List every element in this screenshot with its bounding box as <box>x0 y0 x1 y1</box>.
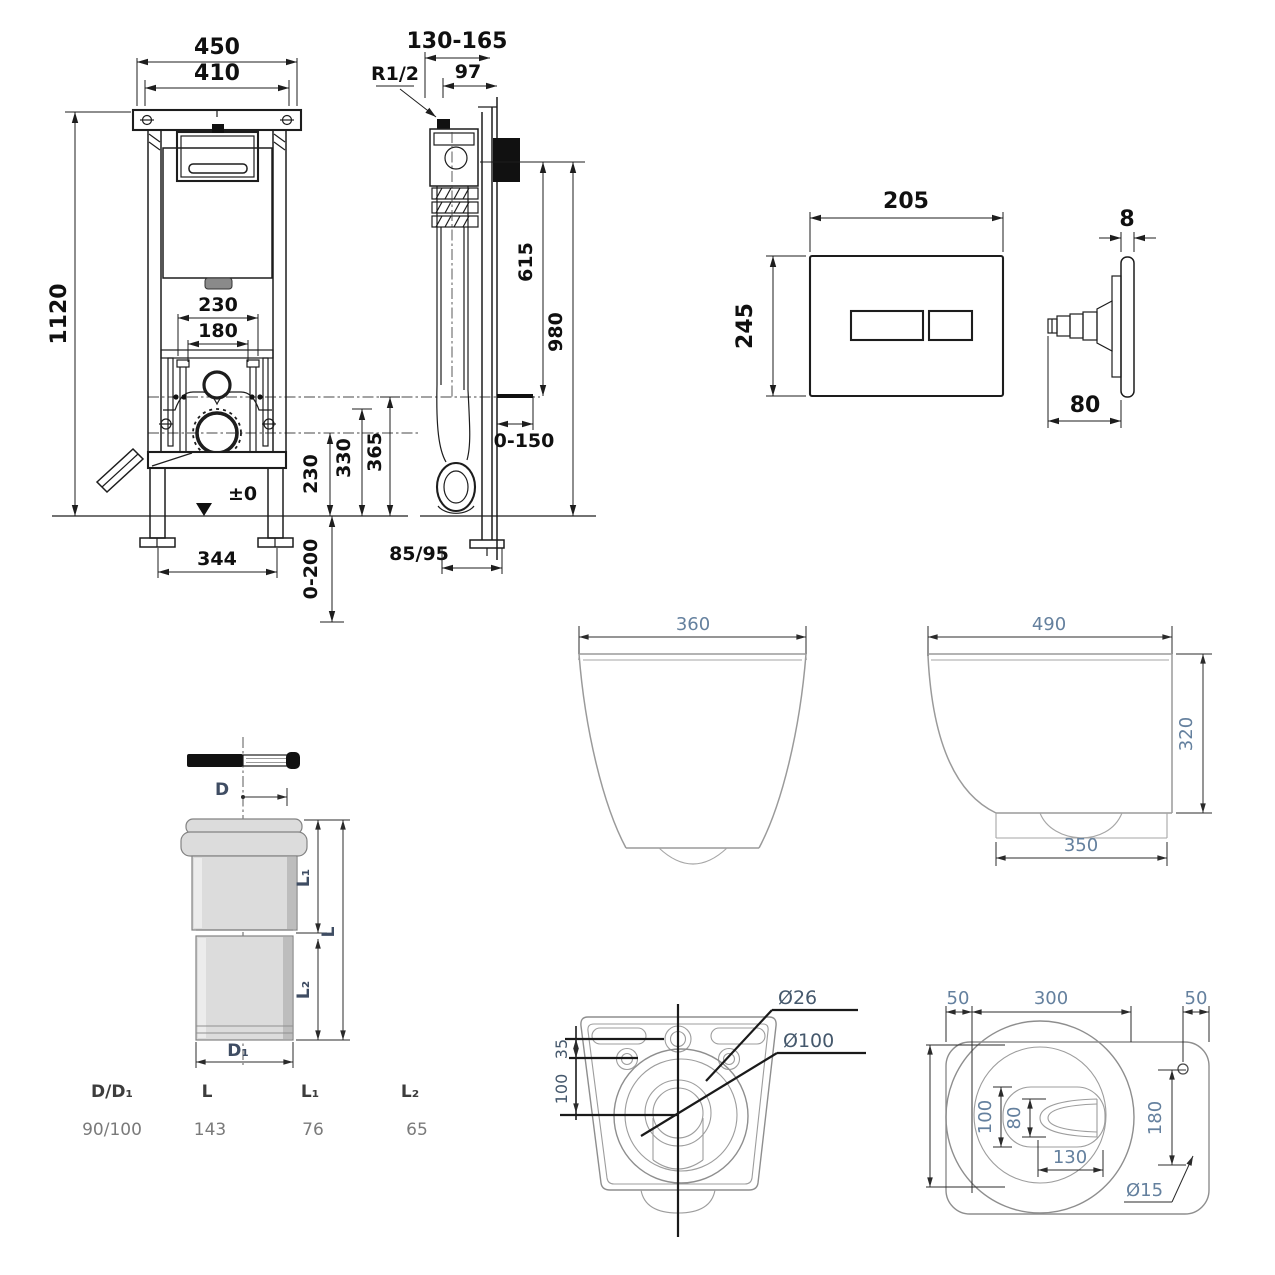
outlet-connector-view: D D₁ L₁ L₂ L <box>180 737 350 1068</box>
connector-dimension-table: D/D₁ L L₁ L₂ 90/100 143 76 65 <box>82 1082 428 1140</box>
frame-depth-dim: 130-165 <box>407 29 508 54</box>
table-header-l2: L₂ <box>401 1082 419 1102</box>
front-depth-dim: 97 <box>455 61 481 83</box>
top-center-300-dim: 300 <box>1034 988 1068 1009</box>
table-value-l: 143 <box>194 1120 226 1140</box>
pan-width-dim: 360 <box>676 614 710 635</box>
spindle-depth-dim: 80 <box>1070 393 1101 418</box>
table-value-l1: 76 <box>302 1120 324 1140</box>
table-value-dd1: 90/100 <box>82 1120 142 1140</box>
wc-pan-side-view: 490 320 350 <box>927 614 1212 866</box>
funnel-130-dim: 130 <box>1053 1147 1087 1168</box>
bracket-outer-dim: 230 <box>198 294 238 316</box>
hole-height-180-dim: 180 <box>1145 1101 1166 1135</box>
connector-d1-label: D₁ <box>227 1041 249 1061</box>
connector-rod-dark <box>187 754 243 767</box>
connector-rod-cap <box>286 752 300 769</box>
top-left-50-dim: 50 <box>947 988 970 1009</box>
pan-bottom-length-dim: 350 <box>1064 835 1098 856</box>
flush-pipe-opening <box>202 370 232 400</box>
wc-pan-top-view: 50 300 50 100 80 130 180 Ø15 <box>926 988 1210 1215</box>
wc-pan-front-view: 360 <box>578 614 807 865</box>
foot-depth-dim: 85/95 <box>389 543 449 565</box>
bracket-inner-dim: 180 <box>198 320 238 342</box>
back-offset-100-dim: 100 <box>552 1074 571 1105</box>
plate-height-dim: 245 <box>733 303 758 349</box>
thread-connection-cap <box>437 119 450 129</box>
flush-button-large <box>849 309 925 342</box>
pan-height-dim: 320 <box>1176 717 1197 751</box>
bend-height-dim: 330 <box>333 438 355 478</box>
installation-frame-front-view: ±0 450 410 1120 230 180 344 0-200 230 33… <box>47 35 540 623</box>
connector-l2-label: L₂ <box>294 981 314 999</box>
frame-height-side-dim: 980 <box>545 312 567 352</box>
supply-offset-dim: 0-150 <box>494 430 555 452</box>
drain-hole-dia-label: Ø100 <box>783 1030 834 1052</box>
floor-level-label: ±0 <box>228 483 257 505</box>
drain-height-dim: 230 <box>300 454 322 494</box>
water-thread-label: R1/2 <box>371 63 419 85</box>
pan-length-dim: 490 <box>1032 614 1066 635</box>
plate-thickness-dim: 8 <box>1119 207 1134 232</box>
frame-width-dim: 450 <box>194 35 240 60</box>
table-header-l1: L₁ <box>301 1082 319 1102</box>
flush-plate-side-view: 8 80 <box>1047 207 1156 428</box>
plate-width-dim: 205 <box>883 189 929 214</box>
seat-fixing-hole <box>1177 1063 1189 1075</box>
foot-adjust-dim: 0-200 <box>300 539 322 600</box>
back-offset-35-dim: 35 <box>552 1039 571 1059</box>
installation-frame-side-view: 130-165 97 R1/2 615 980 0-150 85/95 <box>371 29 596 574</box>
frame-height-dim: 1120 <box>47 283 72 344</box>
supply-height-dim: 365 <box>364 432 386 472</box>
table-header-l: L <box>202 1082 213 1102</box>
water-connection-cap <box>212 124 224 133</box>
fixing-hole-dia-label: Ø26 <box>778 987 817 1009</box>
hole-dia-label: Ø15 <box>1126 1180 1163 1201</box>
bowl-100-dim: 100 <box>975 1100 996 1134</box>
top-right-50-dim: 50 <box>1185 988 1208 1009</box>
wc-pan-back-view: 35 100 Ø26 Ø100 <box>552 987 866 1237</box>
funnel-80-dim: 80 <box>1004 1107 1025 1130</box>
connector-l1-label: L₁ <box>294 869 314 887</box>
foot-span-dim: 344 <box>197 548 237 570</box>
flush-plate-front-view: 205 245 <box>733 189 1005 398</box>
wall-bracket-block <box>493 138 520 182</box>
connector-d-label: D <box>215 780 229 800</box>
flush-button-small <box>927 309 974 342</box>
table-value-l2: 65 <box>406 1120 428 1140</box>
table-header-dd1: D/D₁ <box>91 1082 133 1102</box>
cistern-height-dim: 615 <box>515 242 537 282</box>
flush-plate-body <box>808 254 1005 398</box>
connector-l-label: L <box>319 926 339 937</box>
rail-width-dim: 410 <box>194 61 240 86</box>
